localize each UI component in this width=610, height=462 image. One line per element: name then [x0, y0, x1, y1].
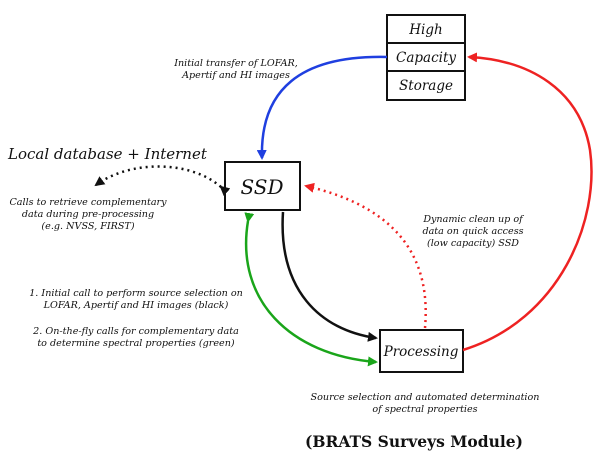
calls-note-line4: to determine spectral properties (green) — [37, 338, 235, 349]
transfer-note-line2: Apertif and HI images — [181, 70, 290, 81]
storage-label-storage: Storage — [399, 78, 453, 94]
module-caption: (BRATS Surveys Module) — [305, 432, 523, 451]
selection-note-line1: Source selection and automated determina… — [311, 392, 540, 403]
processing-label: Processing — [383, 344, 459, 360]
storage-stack: High Capacity Storage — [386, 14, 466, 101]
storage-label-high: High — [408, 22, 442, 38]
cleanup-note-line3: (low capacity) SSD — [427, 238, 519, 249]
local-database-label: Local database + Internet — [7, 145, 208, 163]
storage-label-capacity: Capacity — [396, 50, 456, 66]
ssd-node: SSD — [224, 161, 301, 211]
black-selection-arrow — [281, 211, 378, 342]
calls-note-line2: LOFAR, Apertif and HI images (black) — [43, 300, 229, 311]
retrieve-note-line3: (e.g. NVSS, FIRST) — [41, 221, 134, 232]
transfer-note-line1: Initial transfer of LOFAR, — [173, 58, 298, 69]
calls-note-line1: 1. Initial call to perform source select… — [29, 288, 243, 299]
black-dotted-database-arrow — [94, 165, 231, 197]
blue-transfer-arrow — [256, 55, 388, 160]
green-call-arrow — [244, 212, 378, 367]
selection-note-line2: of spectral properties — [372, 404, 477, 415]
cleanup-note-line1: Dynamic clean up of — [422, 214, 524, 225]
retrieve-note-line2: data during pre-processing — [22, 209, 154, 220]
ssd-label: SSD — [240, 175, 283, 199]
cleanup-note-line2: data on quick access — [422, 226, 523, 237]
processing-node: Processing — [379, 329, 464, 373]
calls-note-line3: 2. On-the-fly calls for complementary da… — [32, 326, 239, 337]
red-return-arrow — [462, 52, 593, 352]
red-dotted-cleanup-arrow — [304, 182, 427, 329]
retrieve-note-line1: Calls to retrieve complementary — [9, 197, 167, 208]
